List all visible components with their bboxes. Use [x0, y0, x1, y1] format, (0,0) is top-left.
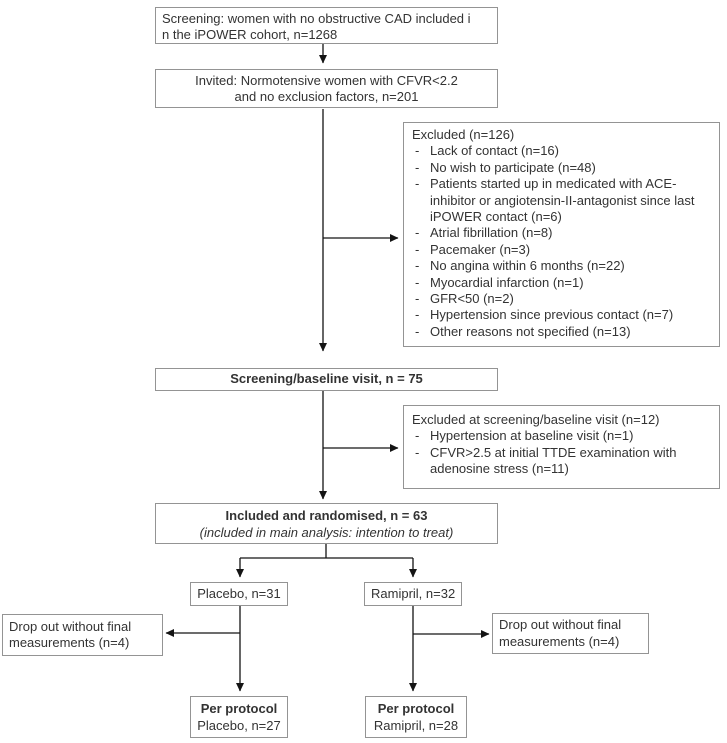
screening-cohort-line2: n the iPOWER cohort, n=1268: [162, 27, 338, 43]
excluded-item: - No angina within 6 months (n=22): [412, 258, 711, 274]
bullet-dash: -: [415, 241, 420, 257]
perprotocol-placebo-count: Placebo, n=27: [197, 718, 281, 733]
bullet-dash: -: [415, 444, 420, 460]
screening-baseline-label: Screening/baseline visit, n = 75: [230, 371, 423, 387]
excluded-item: - Hypertension at baseline visit (n=1): [412, 428, 711, 444]
excluded-item: - Patients started up in medicated with …: [412, 176, 711, 225]
box-placebo-arm: Placebo, n=31: [190, 582, 288, 606]
excluded-item-text: Pacemaker (n=3): [430, 241, 531, 257]
box-dropout-placebo: Drop out without final measurements (n=4…: [2, 614, 163, 656]
bullet-dash: -: [415, 258, 420, 274]
box-perprotocol-ramipril: Per protocol Ramipril, n=28: [365, 696, 467, 738]
placebo-arm-label: Placebo, n=31: [197, 585, 281, 601]
included-randomised-title: Included and randomised, n = 63: [225, 507, 428, 523]
excluded-item-text: Other reasons not specified (n=13): [430, 323, 631, 339]
excluded-item: - Other reasons not specified (n=13): [412, 324, 711, 340]
excluded-item-text: No wish to participate (n=48): [430, 159, 596, 175]
excluded-item-text: Patients started up in medicated with AC…: [430, 176, 695, 225]
bullet-dash: -: [415, 159, 420, 175]
perprotocol-ramipril-count: Ramipril, n=28: [373, 718, 459, 733]
excluded-item: - CFVR>2.5 at initial TTDE examination w…: [412, 445, 711, 478]
bullet-dash: -: [415, 307, 420, 323]
dropout-ramipril-label: Drop out without final measurements (n=4…: [499, 617, 622, 649]
box-screening-cohort: Screening: women with no obstructive CAD…: [155, 7, 498, 44]
excluded-item: - No wish to participate (n=48): [412, 160, 711, 176]
box-ramipril-arm: Ramipril, n=32: [364, 582, 462, 606]
bullet-dash: -: [415, 143, 420, 159]
invited-line1: Invited: Normotensive women with CFVR<2.…: [195, 73, 458, 88]
excluded-item-text: CFVR>2.5 at initial TTDE examination wit…: [430, 444, 677, 477]
bullet-dash: -: [415, 274, 420, 290]
box-screening-baseline: Screening/baseline visit, n = 75: [155, 368, 498, 391]
excluded-item: - Atrial fibrillation (n=8): [412, 225, 711, 241]
excluded-item-text: Hypertension since previous contact (n=7…: [430, 307, 674, 323]
excluded-baseline-title: Excluded at screening/baseline visit (n=…: [412, 412, 660, 427]
excluded-item-text: Myocardial infarction (n=1): [430, 274, 584, 290]
box-excluded-invitation: Excluded (n=126) - Lack of contact (n=16…: [403, 122, 720, 347]
bullet-dash: -: [415, 176, 420, 192]
excluded-item-text: Hypertension at baseline visit (n=1): [430, 428, 634, 444]
perprotocol-placebo-title: Per protocol: [200, 701, 278, 716]
box-perprotocol-placebo: Per protocol Placebo, n=27: [190, 696, 288, 738]
bullet-dash: -: [415, 428, 420, 444]
excluded-item: - Lack of contact (n=16): [412, 143, 711, 159]
bullet-dash: -: [415, 225, 420, 241]
excluded-item: - Hypertension since previous contact (n…: [412, 307, 711, 323]
excluded-item: - GFR<50 (n=2): [412, 291, 711, 307]
invited-line2: and no exclusion factors, n=201: [234, 89, 419, 105]
excluded-item-text: No angina within 6 months (n=22): [430, 258, 625, 274]
dropout-placebo-label: Drop out without final measurements (n=4…: [9, 618, 132, 650]
ramipril-arm-label: Ramipril, n=32: [371, 585, 456, 601]
excluded-item-text: Lack of contact (n=16): [430, 143, 559, 159]
screening-cohort-line1: Screening: women with no obstructive CAD…: [162, 11, 471, 26]
bullet-dash: -: [415, 291, 420, 307]
box-included-randomised: Included and randomised, n = 63 (include…: [155, 503, 498, 544]
excluded-item-text: GFR<50 (n=2): [430, 291, 514, 307]
excluded-item-text: Atrial fibrillation (n=8): [430, 225, 553, 241]
included-randomised-subtitle: (included in main analysis: intention to…: [199, 524, 454, 540]
excluded-invitation-title: Excluded (n=126): [412, 127, 515, 142]
excluded-item: - Myocardial infarction (n=1): [412, 275, 711, 291]
box-excluded-baseline: Excluded at screening/baseline visit (n=…: [403, 405, 720, 489]
perprotocol-ramipril-title: Per protocol: [377, 701, 455, 716]
excluded-item: - Pacemaker (n=3): [412, 242, 711, 258]
box-dropout-ramipril: Drop out without final measurements (n=4…: [492, 613, 649, 654]
bullet-dash: -: [415, 323, 420, 339]
box-invited: Invited: Normotensive women with CFVR<2.…: [155, 69, 498, 108]
